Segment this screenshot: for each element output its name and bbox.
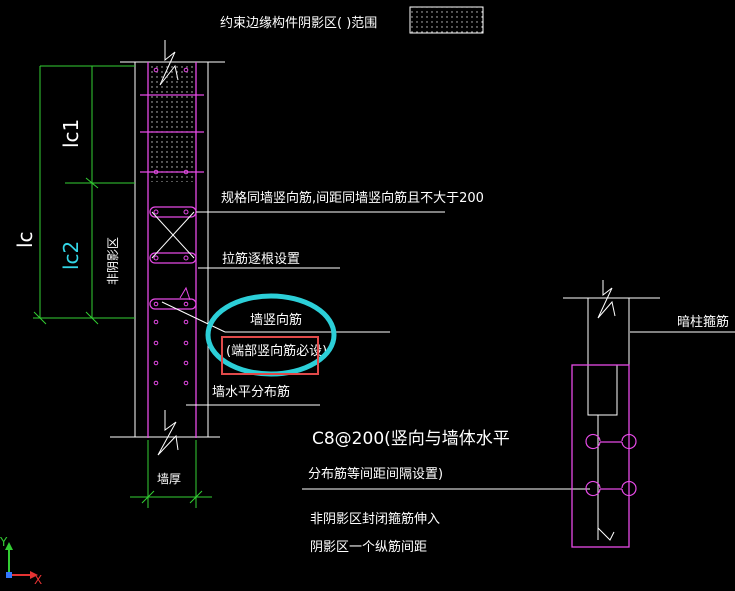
spec-line1-label: C8@200(竖向与墙体水平 [312,429,510,449]
tie-note-label: 规格同墙竖向筋,间距同墙竖向筋且不大于200 [221,190,484,206]
dim-lc-label: lc [13,231,37,248]
vertical-bar-label: 墙竖向筋 [250,312,302,328]
anchor-line2-label: 阴影区一个纵筋间距 [310,539,427,555]
dimensions [33,65,212,508]
leaders [161,211,735,490]
legend-title: 约束边缘构件阴影区( )范围 [220,16,377,31]
tie-setting-label: 拉筋逐根设置 [222,251,300,267]
break-line-icon [597,280,616,319]
legend-hatch-swatch [409,6,484,34]
horizontal-bar-label: 墙水平分布筋 [212,384,290,400]
spec-line2-label: 分布筋等间距间隔设置) [308,466,443,482]
non-shadow-zone-label: 非阴影区 [106,237,120,285]
ucs-axis-icon: X Y [0,535,42,587]
break-line-icon [157,410,179,456]
wall-section-left [110,40,225,456]
axis-x-label: X [34,573,42,587]
wall-thickness-label: 墙厚 [157,472,181,486]
legend: 约束边缘构件阴影区( )范围 [220,6,484,34]
dim-lc2-label: lc2 [59,241,83,270]
shadow-zone-hatch [148,64,196,182]
column-detail-right [563,280,660,548]
end-vertical-bar-label: (端部竖向筋必设) [226,343,327,359]
anchor-line1-label: 非阴影区封闭箍筋伸入 [310,511,440,527]
axis-y-label: Y [0,535,8,549]
highlight-box [221,336,319,375]
stirrup-label: 暗柱箍筋 [677,314,729,330]
dim-lc1-label: lc1 [59,119,83,148]
highlight-ellipse [205,293,337,377]
